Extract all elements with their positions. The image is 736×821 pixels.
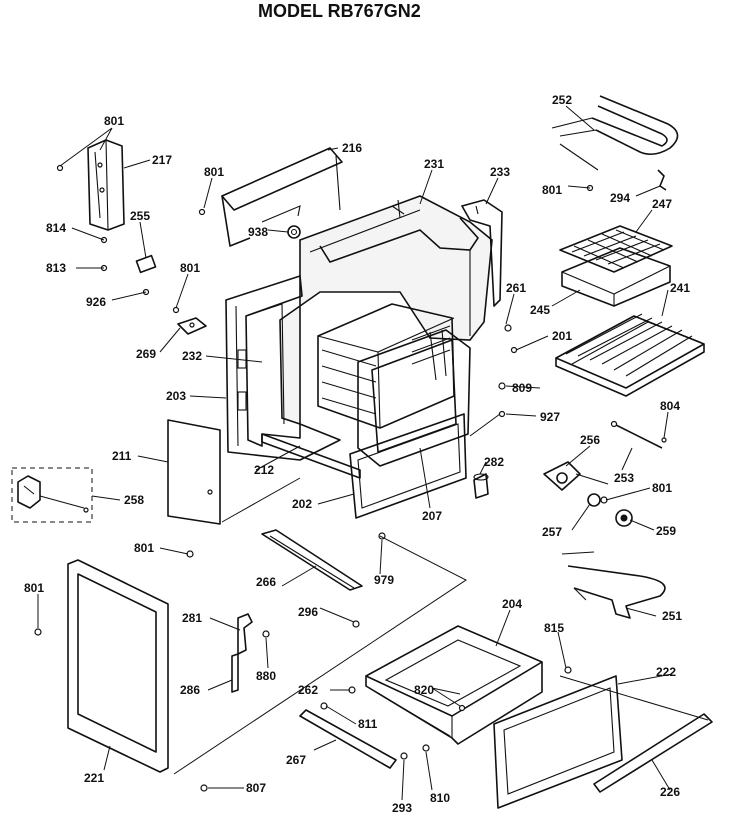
label-814: 814 <box>46 221 66 235</box>
label-241: 241 <box>670 281 690 295</box>
part-259-knob <box>615 509 633 527</box>
part-251-bake-element <box>561 551 666 619</box>
assembly-lines <box>173 477 709 775</box>
label-258: 258 <box>124 493 144 507</box>
label-204: 204 <box>502 597 522 611</box>
part-203-front-frame <box>225 275 341 461</box>
label-880: 880 <box>256 669 276 683</box>
label-257: 257 <box>542 525 562 539</box>
part-231-oven-body <box>279 195 493 426</box>
part-216-top-panel <box>221 147 343 247</box>
part-202-door-frame <box>349 413 467 519</box>
part-212-bottom-trim <box>261 433 361 479</box>
label-201: 201 <box>552 329 572 343</box>
label-801f: 801 <box>134 541 154 555</box>
model-title: MODEL RB767GN2 <box>258 1 421 21</box>
label-296: 296 <box>298 605 318 619</box>
label-231: 231 <box>424 157 444 171</box>
label-261: 261 <box>506 281 526 295</box>
label-820: 820 <box>414 683 434 697</box>
leader-lines <box>37 105 673 801</box>
part-252-broil-element <box>551 95 679 171</box>
part-938-grommet <box>287 225 301 239</box>
part-253-sensor-rod <box>610 420 663 449</box>
label-801b: 801 <box>204 165 224 179</box>
part-221-outer-door <box>67 559 169 773</box>
label-813: 813 <box>46 261 66 275</box>
label-255: 255 <box>130 209 150 223</box>
label-262: 262 <box>298 683 318 697</box>
part-282-knob <box>473 473 489 499</box>
label-253: 253 <box>614 471 634 485</box>
label-810: 810 <box>430 791 450 805</box>
part-257-bulb <box>587 493 601 507</box>
part-269-clip <box>177 317 207 335</box>
label-252: 252 <box>552 93 572 107</box>
label-222: 222 <box>656 665 676 679</box>
part-labels: 801 217 216 801 231 233 252 801 294 247 … <box>24 93 690 815</box>
label-294: 294 <box>610 191 630 205</box>
label-801a: 801 <box>104 114 124 128</box>
label-286: 286 <box>180 683 200 697</box>
label-809: 809 <box>512 381 532 395</box>
label-801g: 801 <box>24 581 44 595</box>
label-927: 927 <box>540 410 560 424</box>
part-226-trim-strip <box>593 713 713 793</box>
label-804: 804 <box>660 399 680 413</box>
label-811: 811 <box>358 717 378 731</box>
part-207-liner-frame <box>357 329 471 467</box>
label-269: 269 <box>136 347 156 361</box>
label-281: 281 <box>182 611 202 625</box>
label-203: 203 <box>166 389 186 403</box>
label-232: 232 <box>182 349 202 363</box>
part-204-drawer <box>365 625 543 745</box>
label-256: 256 <box>580 433 600 447</box>
label-245: 245 <box>530 303 550 317</box>
label-282: 282 <box>484 455 504 469</box>
part-281-latch <box>231 613 253 693</box>
label-221: 221 <box>84 771 104 785</box>
part-294-clip <box>657 169 667 191</box>
part-255-switch <box>135 254 157 274</box>
label-266: 266 <box>256 575 276 589</box>
part-267-kick-rail <box>299 709 397 769</box>
label-251: 251 <box>662 609 682 623</box>
label-216: 216 <box>342 141 362 155</box>
part-222-drawer-front <box>493 675 623 809</box>
part-245-broiler-pan <box>561 247 671 307</box>
label-211: 211 <box>112 449 132 463</box>
label-979: 979 <box>374 573 394 587</box>
part-256-thermostat <box>543 461 609 491</box>
label-212: 212 <box>254 463 274 477</box>
label-267: 267 <box>286 753 306 767</box>
label-233: 233 <box>490 165 510 179</box>
label-938: 938 <box>248 225 268 239</box>
label-226: 226 <box>660 785 680 799</box>
label-801d: 801 <box>180 261 200 275</box>
label-217: 217 <box>152 153 172 167</box>
part-241-oven-rack <box>555 313 705 397</box>
label-926: 926 <box>86 295 106 309</box>
label-815: 815 <box>544 621 564 635</box>
label-801c: 801 <box>542 183 562 197</box>
label-247: 247 <box>652 197 672 211</box>
part-211-side-panel <box>167 419 221 525</box>
label-801e: 801 <box>652 481 672 495</box>
label-259: 259 <box>656 524 676 538</box>
part-258-hinge-kit <box>11 467 93 523</box>
label-207: 207 <box>422 509 442 523</box>
label-202: 202 <box>292 497 312 511</box>
part-266-rail <box>261 529 363 591</box>
part-217-side-bracket <box>87 139 125 231</box>
label-807: 807 <box>246 781 266 795</box>
label-293: 293 <box>392 801 412 815</box>
